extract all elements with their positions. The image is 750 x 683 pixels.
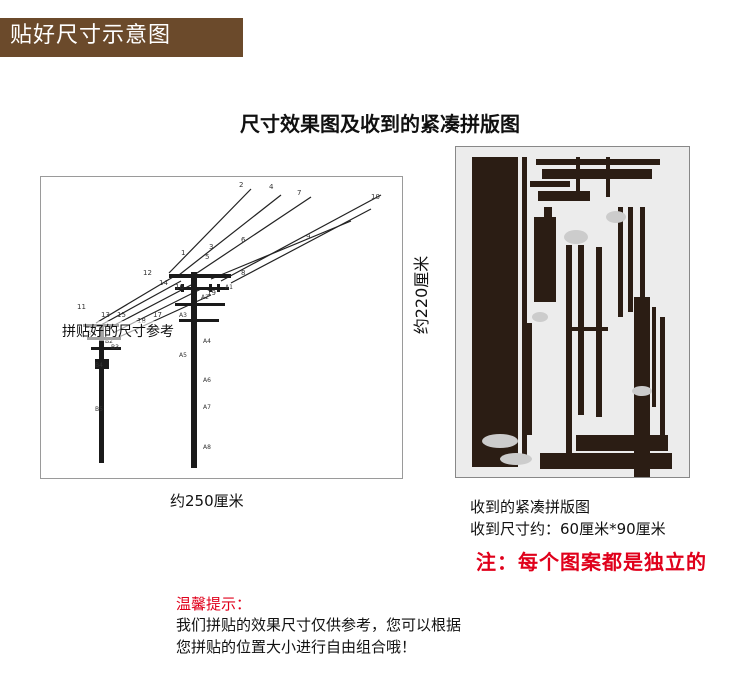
num-10: 10 bbox=[371, 193, 380, 201]
code-A1: A1 bbox=[225, 284, 233, 291]
num-13: 13 bbox=[101, 311, 110, 319]
code-A2: A2 bbox=[201, 294, 209, 301]
num-16: 16 bbox=[175, 283, 184, 291]
tips-line-1: 我们拼贴的效果尺寸仅供参考，您可以根据 bbox=[176, 616, 462, 634]
wires bbox=[95, 188, 382, 338]
compact-layout-sheet bbox=[455, 146, 690, 497]
num-7: 7 bbox=[297, 189, 301, 197]
independent-pieces-note: 注：每个图案都是独立的 bbox=[476, 550, 707, 574]
code-A8: A8 bbox=[203, 444, 211, 451]
num-3: 3 bbox=[209, 243, 213, 251]
code-A4: A4 bbox=[203, 338, 211, 345]
header-underline bbox=[0, 54, 243, 57]
code-B4: B4 bbox=[95, 362, 103, 369]
num-12: 12 bbox=[143, 269, 152, 277]
num-8: 8 bbox=[241, 269, 245, 277]
num-4: 4 bbox=[269, 183, 274, 191]
main-title: 尺寸效果图及收到的紧凑拼版图 bbox=[240, 112, 520, 136]
num-2: 2 bbox=[239, 181, 243, 189]
front-pole bbox=[169, 272, 231, 468]
width-label: 约250厘米 bbox=[170, 492, 244, 510]
tall-strip-piece bbox=[472, 157, 518, 467]
code-A3: A3 bbox=[179, 312, 187, 319]
num-11: 11 bbox=[77, 303, 86, 311]
num-9: 9 bbox=[306, 233, 310, 241]
layout-sheet-art bbox=[472, 157, 672, 497]
num-14: 14 bbox=[159, 279, 168, 287]
code-A6: A6 bbox=[203, 377, 211, 384]
code-B5: B5 bbox=[95, 406, 103, 413]
num-6: 6 bbox=[241, 236, 246, 244]
height-text: 约220厘米 bbox=[412, 255, 431, 335]
layout-caption: 收到的紧凑拼版图 bbox=[470, 498, 591, 516]
height-label: 约220厘米 bbox=[405, 250, 435, 340]
code-A7: A7 bbox=[203, 404, 211, 411]
num-15: 15 bbox=[117, 311, 126, 319]
code-A5: A5 bbox=[179, 352, 187, 359]
sheet-pieces bbox=[472, 157, 672, 497]
wire-numbers: 2 4 7 10 9 6 3 5 1 8 12 14 16 11 13 15 1… bbox=[77, 181, 380, 325]
tips-line-2: 您拼贴的位置大小进行自由组合哦！ bbox=[176, 638, 417, 656]
code-B3: B3 bbox=[111, 344, 119, 351]
received-size-caption: 收到尺寸约：60厘米*90厘米 bbox=[470, 520, 666, 538]
num-5: 5 bbox=[205, 253, 209, 261]
header-title: 贴好尺寸示意图 bbox=[0, 18, 243, 54]
num-17: 17 bbox=[153, 311, 162, 319]
tips-heading: 温馨提示： bbox=[176, 595, 252, 613]
gray-figures bbox=[482, 211, 652, 465]
assembled-reference-label: 拼贴好的尺寸参考 bbox=[62, 321, 174, 341]
num-19: 19 bbox=[207, 289, 216, 297]
code-B2: B2 bbox=[105, 338, 113, 345]
num-1: 1 bbox=[181, 249, 185, 257]
